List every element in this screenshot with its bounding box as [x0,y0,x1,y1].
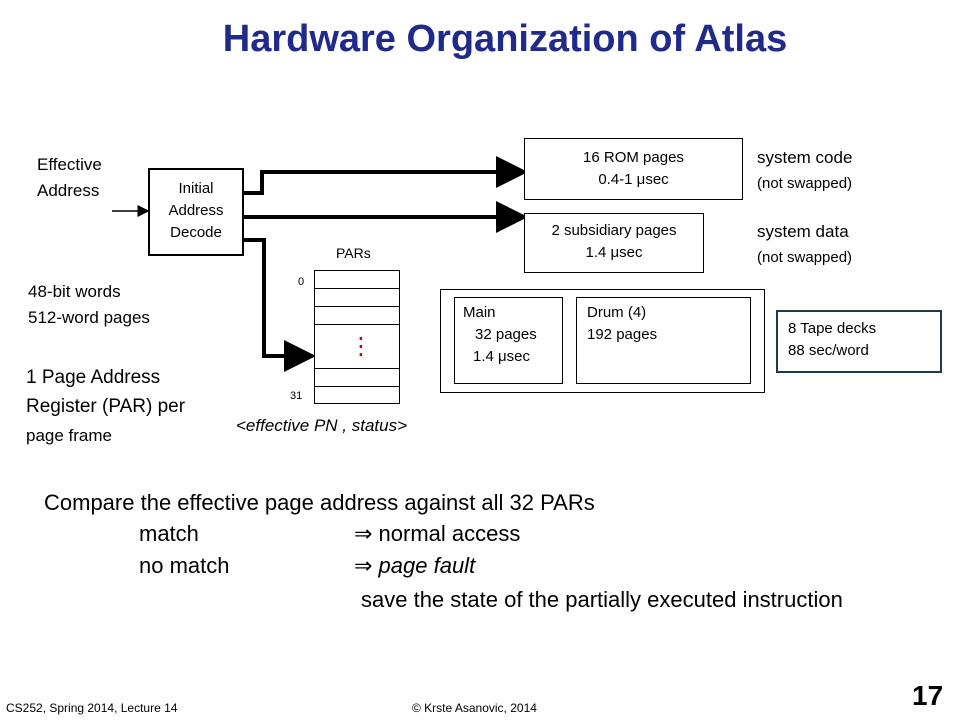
par-ellipsis-dots: ⋮ [349,333,373,360]
save-state-line: save the state of the partially executed… [361,587,843,612]
match-label: match [139,521,199,546]
system-code-label: system code (not swapped) [757,148,853,192]
arrow-to-pars [244,238,316,372]
compare-line: Compare the effective page address again… [44,490,595,515]
effective-address-label: Effective Address [37,155,102,200]
tape-decks-box: 8 Tape decks 88 sec/word [776,310,942,373]
drum-box: Drum (4) 192 pages [576,297,751,384]
par-row-divider [315,306,399,307]
par-row-divider [315,324,399,325]
par-caption: <effective PN , status> [236,416,408,435]
par-note: 1 Page Address Register (PAR) per page f… [26,367,186,445]
par-row-divider [315,386,399,387]
par-register-stack: ⋮ [314,270,400,404]
par-row-divider [315,288,399,289]
page-number: 17 [912,680,944,711]
rom-pages-box: 16 ROM pages 0.4-1 μsec [524,138,743,200]
page-title: Hardware Organization of Atlas [222,18,788,60]
par-index-top: 0 [298,276,305,288]
par-index-bottom: 31 [290,390,303,402]
par-row-divider [315,368,399,369]
main-memory-box: Main 32 pages 1.4 μsec [454,297,563,384]
footer-copyright: © Krste Asanovic, 2014 [412,701,537,715]
subsidiary-pages-box: 2 subsidiary pages 1.4 μsec [524,213,704,273]
match-result: ⇒ normal access [354,521,521,546]
pars-label: PARs [336,245,371,261]
system-data-label: system data (not swapped) [757,222,853,266]
word-size-note: 48-bit words 512-word pages [28,282,150,327]
initial-address-decode-box: Initial Address Decode [148,168,244,256]
nomatch-result: ⇒ page fault [354,553,476,578]
arrow-to-rom [244,156,528,195]
footer-course: CS252, Spring 2014, Lecture 14 [6,701,178,715]
nomatch-label: no match [139,553,230,578]
